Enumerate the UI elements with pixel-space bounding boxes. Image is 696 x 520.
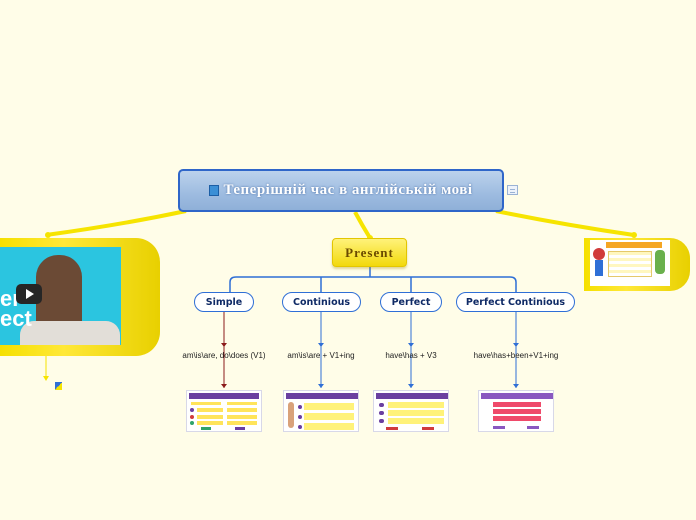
play-icon[interactable] <box>16 284 42 304</box>
root-title: Теперішній час в англійській мові <box>223 182 472 199</box>
image-present-perfect[interactable] <box>373 390 449 432</box>
topic-perfect-label: Perfect <box>392 297 431 308</box>
connector-root-present <box>355 212 370 238</box>
formula-continuous: am\is\are + V1+ing <box>271 351 371 360</box>
note-icon[interactable] <box>507 185 518 195</box>
formula-simple: am\is\are, do\does (V1) <box>164 351 284 360</box>
book-icon <box>209 185 219 196</box>
shirt-shape <box>20 321 120 345</box>
video-thumbnail[interactable]: er ect <box>0 247 121 345</box>
topic-perfect-continuous[interactable]: Perfect Continious <box>456 292 575 312</box>
image-present-continuous[interactable] <box>283 390 359 432</box>
image-present-perfect-continuous[interactable] <box>478 390 554 432</box>
present-topic[interactable]: Present <box>332 238 407 267</box>
formula-perfect-continuous: have\has+been+V1+ing <box>461 351 571 360</box>
topic-perfect-continuous-label: Perfect Continious <box>466 297 565 308</box>
topic-perfect[interactable]: Perfect <box>380 292 442 312</box>
image-present-simple[interactable] <box>186 390 262 432</box>
connector-root-right <box>496 211 634 235</box>
connector-root-left <box>46 211 186 235</box>
topic-continuous[interactable]: Continious <box>282 292 361 312</box>
topic-continuous-label: Continious <box>293 297 350 308</box>
topic-simple-label: Simple <box>206 297 243 308</box>
root-topic[interactable]: Теперішній час в англійській мові <box>178 169 504 212</box>
tobe-image[interactable] <box>590 240 670 286</box>
link-icon[interactable] <box>55 382 62 390</box>
connector-present-branches <box>230 267 516 292</box>
video-text-line2: ect <box>0 309 32 329</box>
topic-simple[interactable]: Simple <box>194 292 254 312</box>
formula-perfect: have\has + V3 <box>371 351 451 360</box>
present-label: Present <box>345 245 394 261</box>
